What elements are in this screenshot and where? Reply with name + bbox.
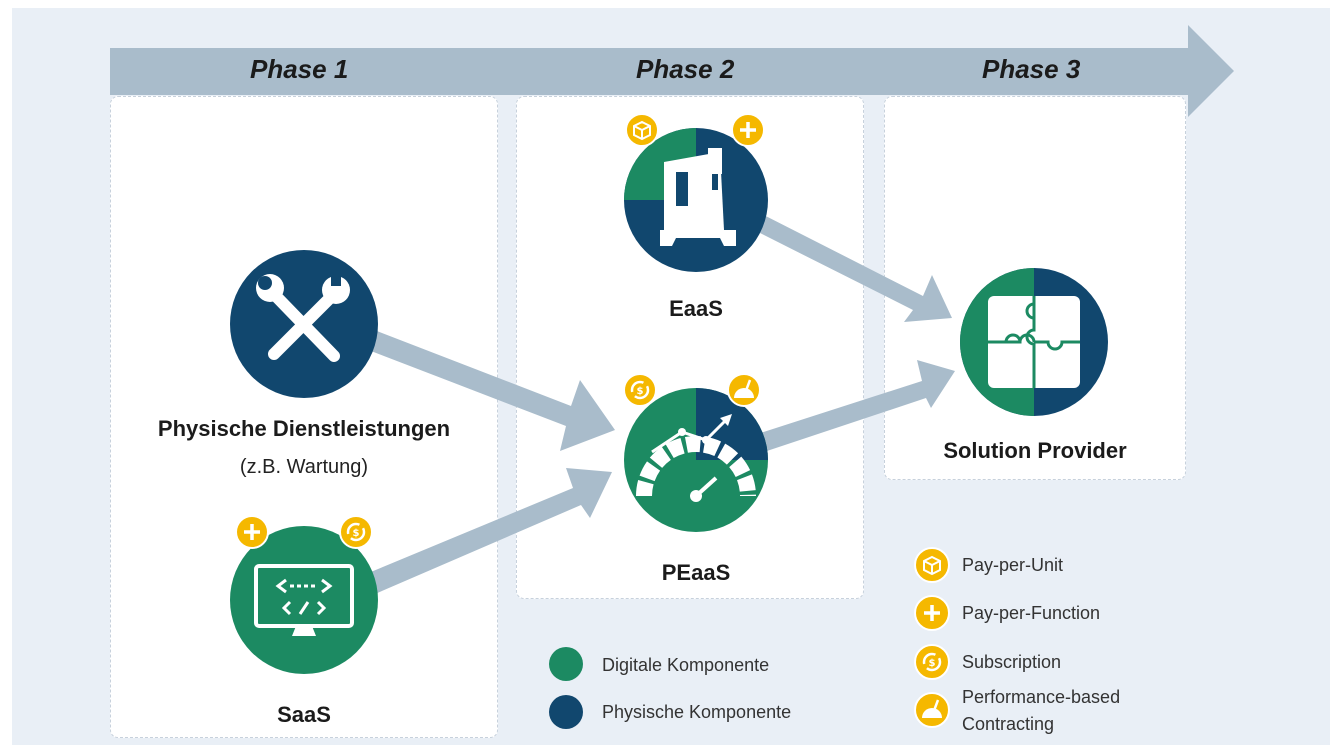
peaas-label: PEaaS bbox=[661, 560, 731, 585]
gauge-icon bbox=[727, 373, 761, 407]
phase-3-label: Phase 3 bbox=[982, 54, 1081, 84]
pay-per-unit-legend-label: Pay-per-Unit bbox=[962, 555, 1064, 575]
performance-gauge-icon bbox=[624, 388, 768, 532]
arrow-peaas-to-solution bbox=[748, 360, 955, 456]
plus-icon bbox=[731, 113, 765, 147]
solution-provider-label: Solution Provider bbox=[943, 438, 1127, 463]
physische-dienstleistungen-sublabel: (z.B. Wartung) bbox=[239, 456, 369, 478]
machine-tool-icon bbox=[624, 128, 768, 272]
svg-text:$: $ bbox=[353, 528, 360, 539]
subscription-icon: $ bbox=[914, 644, 950, 680]
gauge-icon bbox=[914, 692, 950, 728]
subscription-icon: $ bbox=[339, 515, 373, 549]
plus-icon bbox=[914, 595, 950, 631]
svg-text:$: $ bbox=[929, 658, 936, 669]
contracting-legend-label: Contracting bbox=[962, 714, 1055, 734]
svg-text:$: $ bbox=[637, 386, 644, 397]
plus-icon bbox=[235, 515, 269, 549]
phase-1-label: Phase 1 bbox=[250, 54, 349, 84]
saas-label: SaaS bbox=[277, 702, 331, 727]
arrow-physische-to-peaas bbox=[358, 326, 615, 451]
puzzle-icon bbox=[960, 268, 1108, 416]
arrow-eaas-to-solution bbox=[742, 209, 952, 322]
subscription-legend-label: Subscription bbox=[962, 652, 1062, 672]
arrow-saas-to-peaas bbox=[366, 468, 612, 594]
digital-component-legend-dot bbox=[549, 647, 583, 681]
box-icon bbox=[625, 113, 659, 147]
subscription-icon: $ bbox=[623, 373, 657, 407]
physische-dienstleistungen-label: Physische Dienstleistungen bbox=[157, 416, 451, 441]
eaas-label: EaaS bbox=[669, 296, 723, 321]
physical-component-legend-label: Physische Komponente bbox=[602, 702, 792, 722]
phase-timeline-arrow bbox=[110, 25, 1234, 117]
digital-component-legend-label: Digitale Komponente bbox=[602, 655, 770, 675]
wrench-icon bbox=[230, 250, 378, 398]
box-icon bbox=[914, 547, 950, 583]
monitor-code-icon bbox=[230, 526, 378, 674]
physical-component-legend-dot bbox=[549, 695, 583, 729]
performance-based-legend-label: Performance-based bbox=[962, 687, 1121, 707]
phase-2-label: Phase 2 bbox=[636, 54, 735, 84]
pay-per-function-legend-label: Pay-per-Function bbox=[962, 603, 1101, 623]
